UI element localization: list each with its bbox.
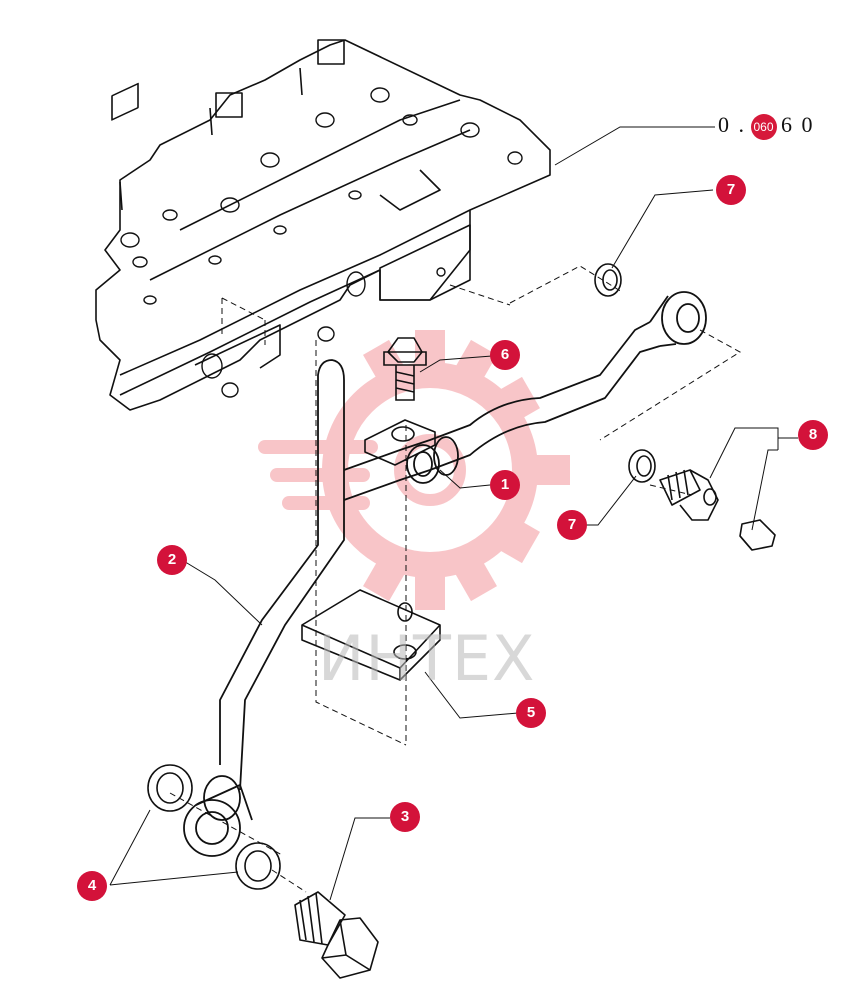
- callout-7-middle[interactable]: 7: [557, 510, 587, 540]
- callout-1[interactable]: 1: [490, 470, 520, 500]
- washer-top: [594, 263, 622, 297]
- reference-code-suffix: 6 0: [781, 112, 815, 137]
- clamp-plate: [364, 419, 436, 466]
- reference-code-highlight: 060: [750, 113, 777, 140]
- flange-bolt: [383, 337, 427, 401]
- callout-7-top[interactable]: 7: [716, 175, 746, 205]
- washer-middle: [628, 449, 656, 483]
- assembly-lines: [169, 265, 741, 893]
- callout-5[interactable]: 5: [516, 698, 546, 728]
- watermark-text: ИНТЕХ: [318, 622, 536, 695]
- reference-code-prefix: 0 .: [718, 112, 746, 137]
- union-fitting: [659, 469, 776, 551]
- banjo-bolt: [294, 891, 379, 979]
- sealing-washers: [147, 764, 281, 890]
- callout-leaders: [109, 189, 798, 901]
- head-bolt-holes: [120, 87, 523, 398]
- callout-4[interactable]: 4: [77, 871, 107, 901]
- callout-3[interactable]: 3: [390, 802, 420, 832]
- cylinder-head: [95, 39, 551, 411]
- reference-leader: [554, 126, 715, 166]
- callout-2[interactable]: 2: [157, 545, 187, 575]
- reference-code: 0 . 060 6 0: [718, 112, 815, 140]
- callout-6[interactable]: 6: [490, 340, 520, 370]
- bracket-plate: [301, 589, 441, 681]
- callout-8[interactable]: 8: [798, 420, 828, 450]
